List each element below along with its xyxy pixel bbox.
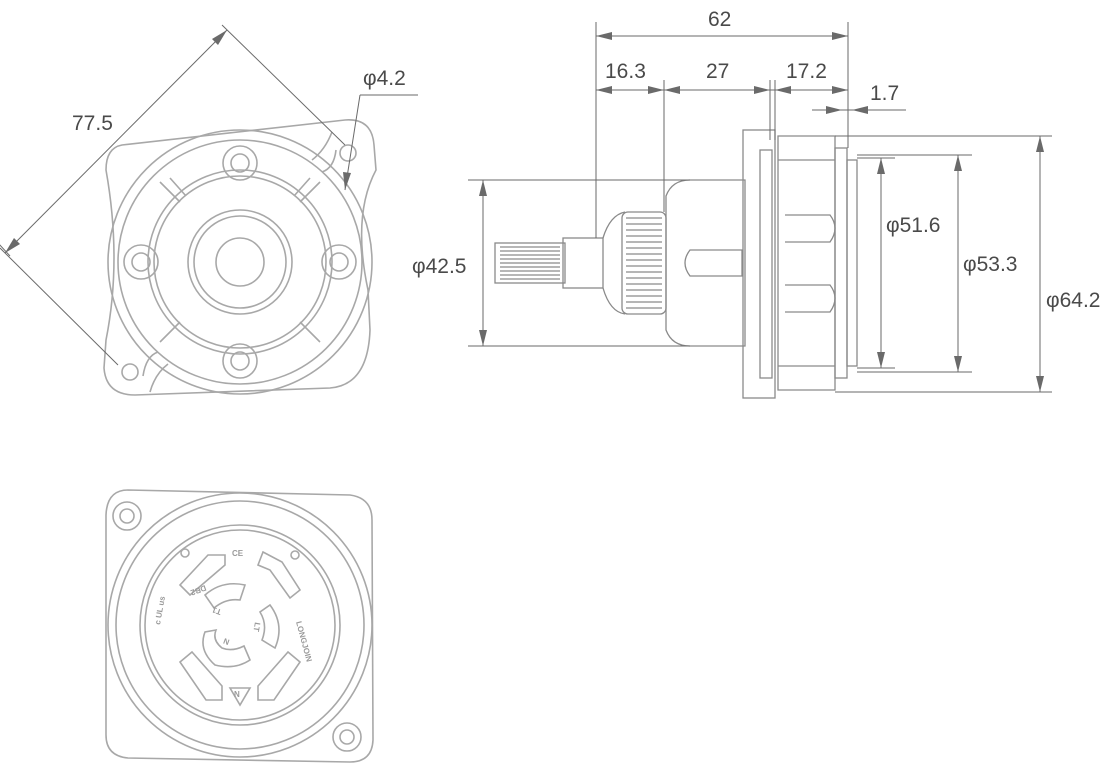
face-view: LONGJOIN c UL us CE T1 DB2 LT N N <box>105 489 374 763</box>
face-t3: LT <box>251 622 261 633</box>
front-middle-ring <box>147 169 333 355</box>
dim-42-5: φ42.5 <box>412 255 467 278</box>
face-mount-hole-tl <box>112 501 142 531</box>
dim-64-2: φ64.2 <box>1046 289 1101 312</box>
dim-53-3: φ53.3 <box>963 253 1018 276</box>
side-knurled-nut <box>621 211 667 315</box>
front-lug-right <box>321 244 357 280</box>
side-shaft <box>494 242 566 284</box>
front-mount-hole-bl <box>121 363 139 381</box>
front-flange-outline <box>103 119 377 396</box>
dim-62: 62 <box>708 8 731 31</box>
side-rear-housing <box>777 135 836 391</box>
dim-77-5: 77.5 <box>72 112 113 135</box>
face-ce-mark: CE <box>232 549 244 558</box>
front-shaft <box>215 237 265 287</box>
dim-51-6: φ51.6 <box>886 214 941 237</box>
dim-16-3: 16.3 <box>605 60 646 83</box>
dim-27: 27 <box>706 60 729 83</box>
face-outer-ring <box>115 500 365 750</box>
face-brand: LONGJOIN <box>294 620 314 663</box>
face-flange-outline <box>105 489 374 763</box>
face-north: N <box>234 690 240 699</box>
front-lug-bottom <box>222 343 258 379</box>
face-n: N <box>222 636 231 647</box>
face-t1: T1 <box>210 605 222 617</box>
side-flange <box>742 129 776 399</box>
front-hub <box>187 209 293 315</box>
front-mount-hole-tr <box>339 144 357 162</box>
face-mount-hole-br <box>332 722 362 752</box>
front-view: 77.5 φ4.2 <box>0 24 418 396</box>
front-outer-ring <box>107 129 373 395</box>
dim-17-2: 17.2 <box>786 60 827 83</box>
side-view: 62 16.3 27 17.2 1.7 φ42.5 φ51.6 <box>412 8 1101 399</box>
front-lug-top <box>222 145 258 181</box>
dim-1-7: 1.7 <box>870 82 899 105</box>
face-ul-mark: c UL us <box>153 595 167 625</box>
dim-hole-dia: φ4.2 <box>363 67 406 90</box>
side-body <box>665 179 746 347</box>
front-lug-left <box>123 244 159 280</box>
